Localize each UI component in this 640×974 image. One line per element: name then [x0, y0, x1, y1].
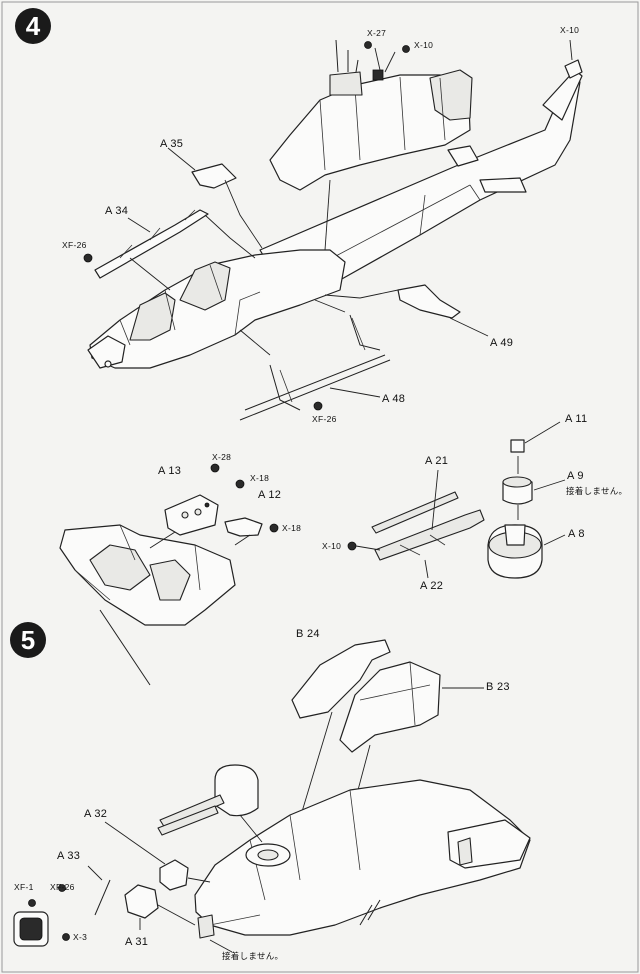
step-4-marker: 4	[15, 8, 51, 44]
step-5-marker: 5	[10, 622, 46, 658]
label-x18-a: X-18	[250, 473, 270, 483]
label-x3: X-3	[73, 932, 88, 942]
label-a9-note: 接着しません。	[566, 486, 628, 496]
label-x10-gun: X-10	[322, 541, 342, 551]
step4-cockpit-subassembly	[59, 421, 566, 686]
label-b24: B 24	[296, 628, 320, 640]
label-xf26-a: XF-26	[62, 240, 87, 250]
label-a49: A 49	[490, 337, 514, 349]
label-a35: A 35	[160, 138, 184, 150]
label-x10-top: X-10	[414, 40, 434, 50]
label-xf26: XF-26	[50, 882, 75, 892]
label-a9: A 9	[567, 470, 584, 482]
label-a31: A 31	[125, 936, 149, 948]
label-x18-b: X-18	[282, 523, 302, 533]
label-a13: A 13	[158, 465, 182, 477]
step5-nose-assembly	[13, 639, 531, 953]
label-a12: A 12	[258, 489, 282, 501]
label-a11: A 11	[565, 413, 588, 425]
label-a22: A 22	[420, 580, 444, 592]
label-x27: X-27	[367, 28, 387, 38]
label-step5-note: 接着しません。	[222, 951, 284, 961]
label-a48: A 48	[382, 393, 406, 405]
label-b23: B 23	[486, 681, 510, 693]
label-a34: A 34	[105, 205, 129, 217]
label-xf1: XF-1	[14, 882, 34, 892]
step4-helicopter-fuselage	[83, 39, 583, 421]
label-a21: A 21	[425, 455, 449, 467]
label-a8: A 8	[568, 528, 585, 540]
label-xf26-b: XF-26	[312, 414, 337, 424]
label-x10-tail: X-10	[560, 25, 580, 35]
label-a32: A 32	[84, 808, 108, 820]
label-a33: A 33	[57, 850, 81, 862]
label-x28: X-28	[212, 452, 232, 462]
